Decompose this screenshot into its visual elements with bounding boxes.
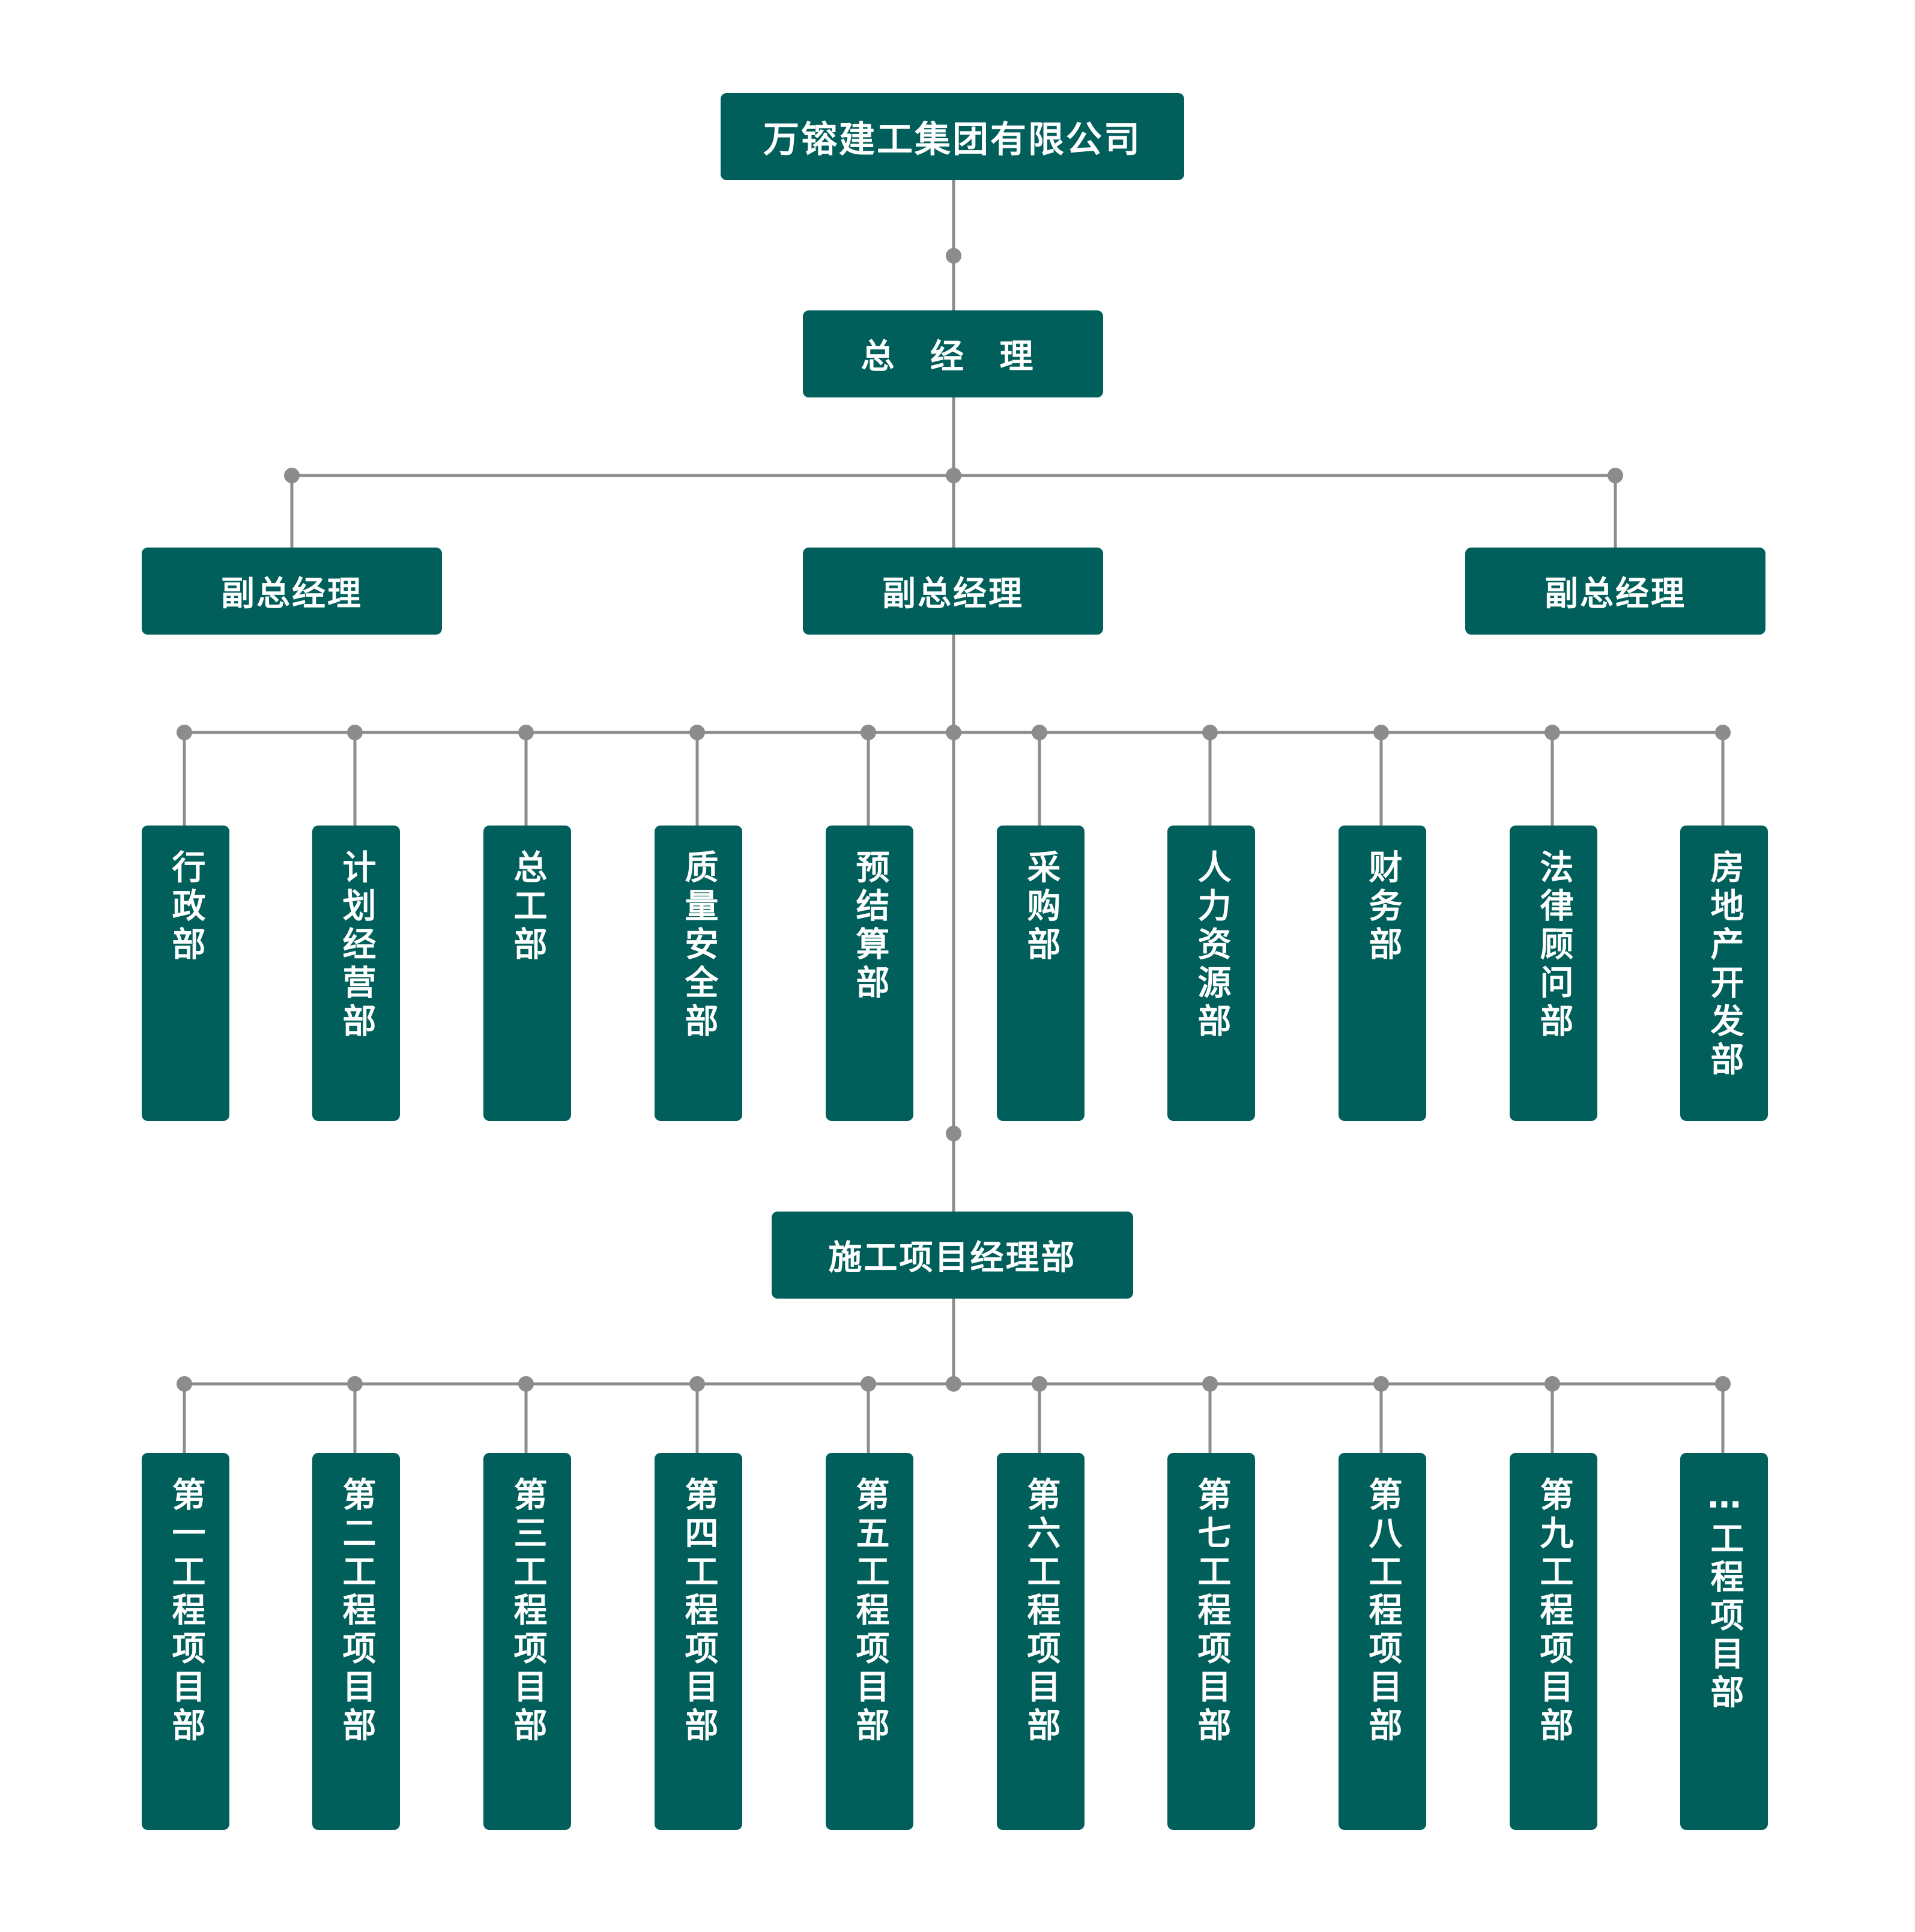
general-manager-node: 总 经 理 xyxy=(803,310,1103,397)
deputy-manager-node: 副总经理 xyxy=(803,548,1103,635)
department-label: 总工部 xyxy=(508,850,547,965)
department-label: 质量安全部 xyxy=(679,850,718,1042)
construction-dept-label: 施工项目经理部 xyxy=(828,1239,1077,1278)
project-dept-label: 第八工程项目部 xyxy=(1363,1477,1402,1746)
project-dept-label: 第七工程项目部 xyxy=(1192,1477,1231,1746)
general-manager-label: 总 经 理 xyxy=(861,337,1045,376)
department-node: 采购部 xyxy=(997,826,1085,1121)
department-label: 计划经营部 xyxy=(337,850,376,1042)
project-dept-node: 第六工程项目部 xyxy=(997,1453,1085,1830)
construction-dept-node: 施工项目经理部 xyxy=(772,1212,1133,1299)
company-node: 万镕建工集团有限公司 xyxy=(721,93,1184,180)
department-label: 法律顾问部 xyxy=(1534,850,1573,1042)
deputy-manager-label: 副总经理 xyxy=(882,575,1024,614)
department-node: 人力资源部 xyxy=(1167,826,1255,1121)
deputy-manager-label: 副总经理 xyxy=(1544,575,1686,614)
department-node: 行政部 xyxy=(142,826,229,1121)
project-dept-label: 第一工程项目部 xyxy=(166,1477,205,1746)
project-dept-node: 第八工程项目部 xyxy=(1339,1453,1426,1830)
department-label: 财务部 xyxy=(1363,850,1402,965)
company-label: 万镕建工集团有限公司 xyxy=(763,119,1142,161)
project-dept-node: 第五工程项目部 xyxy=(826,1453,913,1830)
department-node: 房地产开发部 xyxy=(1680,826,1768,1121)
department-node: 财务部 xyxy=(1339,826,1426,1121)
project-dept-label: 第九工程项目部 xyxy=(1534,1477,1573,1746)
project-dept-node: 第七工程项目部 xyxy=(1167,1453,1255,1830)
department-node: 质量安全部 xyxy=(655,826,742,1121)
department-node: 法律顾问部 xyxy=(1510,826,1597,1121)
project-dept-node: 第四工程项目部 xyxy=(655,1453,742,1830)
project-dept-node: …工程项目部 xyxy=(1680,1453,1768,1830)
project-dept-node: 第二工程项目部 xyxy=(312,1453,400,1830)
project-dept-node: 第九工程项目部 xyxy=(1510,1453,1597,1830)
department-label: 行政部 xyxy=(166,850,205,965)
department-label: 人力资源部 xyxy=(1192,850,1231,1042)
project-dept-label: …工程项目部 xyxy=(1705,1477,1744,1713)
department-node: 总工部 xyxy=(483,826,571,1121)
department-node: 计划经营部 xyxy=(312,826,400,1121)
project-dept-label: 第六工程项目部 xyxy=(1021,1477,1060,1746)
deputy-manager-label: 副总经理 xyxy=(221,575,363,614)
project-dept-node: 第三工程项目部 xyxy=(483,1453,571,1830)
deputy-manager-node: 副总经理 xyxy=(142,548,442,635)
department-label: 房地产开发部 xyxy=(1705,850,1744,1080)
deputy-manager-node: 副总经理 xyxy=(1465,548,1765,635)
project-dept-label: 第三工程项目部 xyxy=(508,1477,547,1746)
project-dept-label: 第五工程项目部 xyxy=(850,1477,889,1746)
project-dept-label: 第四工程项目部 xyxy=(679,1477,718,1746)
project-dept-node: 第一工程项目部 xyxy=(142,1453,229,1830)
department-label: 采购部 xyxy=(1021,850,1060,965)
project-dept-label: 第二工程项目部 xyxy=(337,1477,376,1746)
department-node: 预结算部 xyxy=(826,826,913,1121)
department-label: 预结算部 xyxy=(850,850,889,1003)
